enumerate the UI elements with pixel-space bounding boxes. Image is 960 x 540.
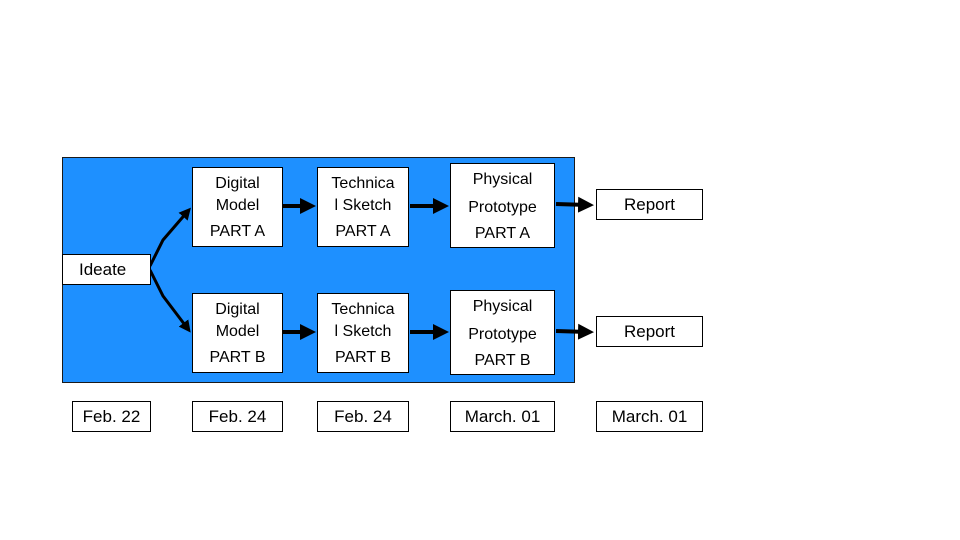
digital-model-line-2: Model — [215, 323, 260, 340]
date-box: Feb. 22 — [72, 401, 151, 432]
row-b-prototype-to-report-arrow — [555, 323, 594, 340]
physical-prototype-line-2: Prototype — [468, 199, 537, 216]
digital-model-line-2: Model — [215, 197, 260, 214]
ideate-to-row-a-arrow — [148, 207, 191, 267]
report-label: Report — [623, 194, 676, 214]
row-b-report-box: Report — [596, 316, 703, 347]
date-label: Feb. 22 — [82, 406, 141, 426]
row-a-digital-model-box: Digital Model PART A — [192, 167, 283, 247]
technical-sketch-line-2: l Sketch — [334, 197, 392, 214]
technical-sketch-line-1: Technica — [331, 175, 395, 192]
physical-prototype-line-1: Physical — [472, 171, 533, 188]
date-box: Feb. 24 — [192, 401, 283, 432]
part-label: PART B — [334, 349, 392, 366]
report-label: Report — [623, 321, 676, 341]
digital-model-line-1: Digital — [215, 175, 260, 192]
technical-sketch-line-1: Technica — [331, 301, 395, 318]
row-b-digital-model-box: Digital Model PART B — [192, 293, 283, 373]
date-label: Feb. 24 — [208, 406, 267, 426]
technical-sketch-line-2: l Sketch — [334, 323, 392, 340]
date-label: March. 01 — [611, 406, 688, 426]
ideate-box: Ideate — [62, 254, 151, 285]
part-label: PART A — [209, 223, 266, 240]
date-label: March. 01 — [464, 406, 541, 426]
row-b-technical-sketch-box: Technica l Sketch PART B — [317, 293, 409, 373]
date-box: March. 01 — [450, 401, 555, 432]
row-b-physical-prototype-box: Physical Prototype PART B — [450, 290, 555, 375]
digital-model-line-1: Digital — [215, 301, 260, 318]
row-a-physical-prototype-box: Physical Prototype PART A — [450, 163, 555, 248]
part-label: PART A — [474, 225, 531, 242]
ideate-to-row-b-arrow — [148, 269, 191, 333]
physical-prototype-line-2: Prototype — [468, 326, 537, 343]
part-label: PART B — [209, 349, 266, 366]
ideate-label: Ideate — [79, 259, 127, 279]
part-label: PART A — [335, 223, 391, 240]
date-box: Feb. 24 — [317, 401, 409, 432]
row-a-report-box: Report — [596, 189, 703, 220]
physical-prototype-line-1: Physical — [472, 298, 533, 315]
date-box: March. 01 — [596, 401, 703, 432]
row-a-prototype-to-report-arrow — [555, 196, 594, 213]
part-label: PART B — [474, 352, 531, 369]
date-label: Feb. 24 — [334, 406, 392, 426]
row-a-technical-sketch-box: Technica l Sketch PART A — [317, 167, 409, 247]
